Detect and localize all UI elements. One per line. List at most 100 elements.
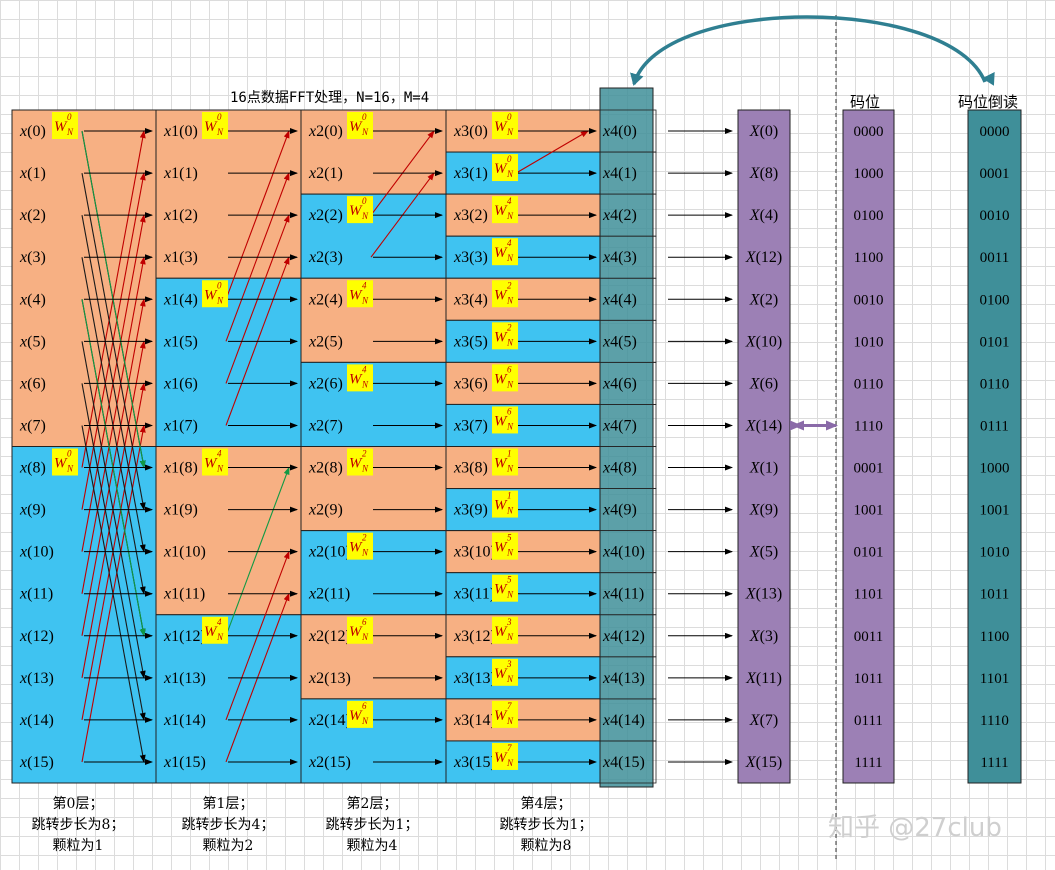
twiddle-base: W — [494, 203, 508, 219]
twiddle-base: W — [349, 456, 363, 472]
cell-label: x1(11) — [163, 586, 205, 603]
twiddle-exponent: 0 — [67, 449, 72, 459]
twiddle-base: W — [349, 203, 363, 219]
twiddle-exponent: 5 — [507, 533, 512, 543]
cell-label: x4(12) — [602, 628, 645, 645]
twiddle-bg — [52, 112, 78, 139]
twiddle-exponent: 0 — [507, 112, 512, 122]
twiddle-badge: W0N — [492, 112, 518, 139]
code-label: 0110 — [854, 376, 883, 392]
cell-label: x3(15) — [453, 754, 496, 771]
twiddle-base: W — [494, 582, 508, 598]
twiddle-exponent: 0 — [67, 112, 72, 122]
twiddle-subscript: N — [361, 211, 369, 221]
cell-label: x2(2) — [308, 207, 343, 224]
twiddle-badge: W1N — [492, 490, 518, 518]
reversed-code-label: 0001 — [980, 166, 1010, 182]
code-label: 1000 — [854, 166, 884, 182]
twiddle-bg — [202, 280, 228, 308]
twiddle-base: W — [494, 329, 508, 345]
twiddle-badge: W7N — [492, 700, 518, 728]
twiddle-exponent: 4 — [507, 196, 512, 206]
twiddle-badge: W5N — [492, 532, 518, 560]
cell-label: x3(2) — [453, 207, 488, 224]
output-label: X(6) — [749, 375, 778, 392]
cell-label: x4(5) — [602, 333, 637, 350]
twiddle-subscript: N — [506, 716, 514, 726]
twiddle-badge: W6N — [492, 364, 518, 392]
code-label: 1010 — [854, 334, 884, 350]
stage-label: 颗粒为2 — [203, 838, 254, 854]
twiddle-base: W — [494, 287, 508, 303]
cell-label: x2(7) — [308, 417, 343, 434]
twiddle-base: W — [349, 708, 363, 724]
cell-label: x1(9) — [163, 502, 198, 519]
twiddle-exponent: 2 — [362, 533, 367, 543]
twiddle-bg — [347, 196, 373, 224]
twiddle-badge: W6N — [347, 616, 373, 644]
reversed-code-label: 0000 — [980, 124, 1010, 140]
twiddle-subscript: N — [506, 295, 514, 305]
cell-label: x(9) — [19, 502, 46, 519]
cell-label: x1(8) — [163, 460, 198, 477]
cell-label: x1(2) — [163, 207, 198, 224]
cell-label: x4(3) — [602, 249, 637, 266]
cell-label: x(4) — [19, 291, 46, 308]
output-label: X(13) — [745, 586, 782, 603]
twiddle-badge: W6N — [347, 700, 373, 728]
twiddle-subscript: N — [506, 548, 514, 558]
cell-label: x(1) — [19, 165, 46, 182]
cell-labels: x(0)x(1)x(2)x(3)x(4)x(5)x(6)x(7)x(8)x(9)… — [19, 123, 645, 771]
reversed-code-label: 1011 — [980, 587, 1009, 603]
diagram-title: 16点数据FFT处理，N=16，M=4 — [230, 90, 429, 106]
twiddle-exponent: 0 — [362, 196, 367, 206]
twiddle-subscript: N — [506, 506, 514, 516]
reversed-code-label: 1010 — [980, 545, 1010, 561]
twiddle-subscript: N — [361, 295, 369, 305]
stage-block — [300, 361, 447, 447]
reversed-code-label: 0011 — [980, 250, 1009, 266]
twiddle-subscript: N — [216, 464, 224, 474]
twiddle-base: W — [494, 456, 508, 472]
cell-label: x(5) — [19, 333, 46, 350]
output-label: X(0) — [749, 123, 778, 140]
twiddle-subscript: N — [506, 464, 514, 474]
cell-label: x4(9) — [602, 502, 637, 519]
horizontal-arrows — [84, 128, 733, 765]
twiddle-bg — [492, 490, 518, 518]
twiddle-bg — [202, 448, 228, 476]
cell-label: x4(1) — [602, 165, 637, 182]
twiddle-badge: W3N — [492, 658, 518, 686]
code-header: 码位 — [850, 93, 880, 111]
code-label: 0000 — [854, 124, 884, 140]
twiddle-bg — [202, 112, 228, 139]
twiddle-bg — [347, 616, 373, 644]
twiddle-badge: W4N — [347, 280, 373, 308]
twiddle-bg — [492, 532, 518, 560]
cell-label: x2(5) — [308, 333, 343, 350]
output-label: X(2) — [749, 291, 778, 308]
twiddle-bg — [492, 154, 518, 182]
twiddle-subscript: N — [361, 379, 369, 389]
stage-label: 颗粒为4 — [347, 838, 398, 854]
twiddle-base: W — [54, 119, 68, 135]
twiddle-base: W — [494, 666, 508, 682]
cell-label: x4(0) — [602, 123, 637, 140]
twiddle-subscript: N — [66, 127, 74, 137]
twiddle-bg — [492, 448, 518, 476]
code-column: 0000100001001100001010100110111000011001… — [842, 109, 895, 784]
stage-label: 第4层； — [521, 795, 572, 812]
cell-label: x3(13) — [453, 670, 496, 687]
code-label: 0001 — [854, 461, 884, 477]
twiddle-subscript: N — [506, 632, 514, 642]
twiddle-bg — [492, 322, 518, 350]
cell-label: x3(11) — [453, 586, 495, 603]
twiddle-base: W — [204, 287, 218, 303]
twiddle-bg — [52, 448, 78, 476]
twiddle-exponent: 4 — [217, 449, 222, 459]
cell-label: x4(7) — [602, 417, 637, 434]
twiddle-base: W — [204, 119, 218, 135]
cell-label: x2(15) — [308, 754, 351, 771]
reversed-code-label: 0110 — [980, 376, 1009, 392]
